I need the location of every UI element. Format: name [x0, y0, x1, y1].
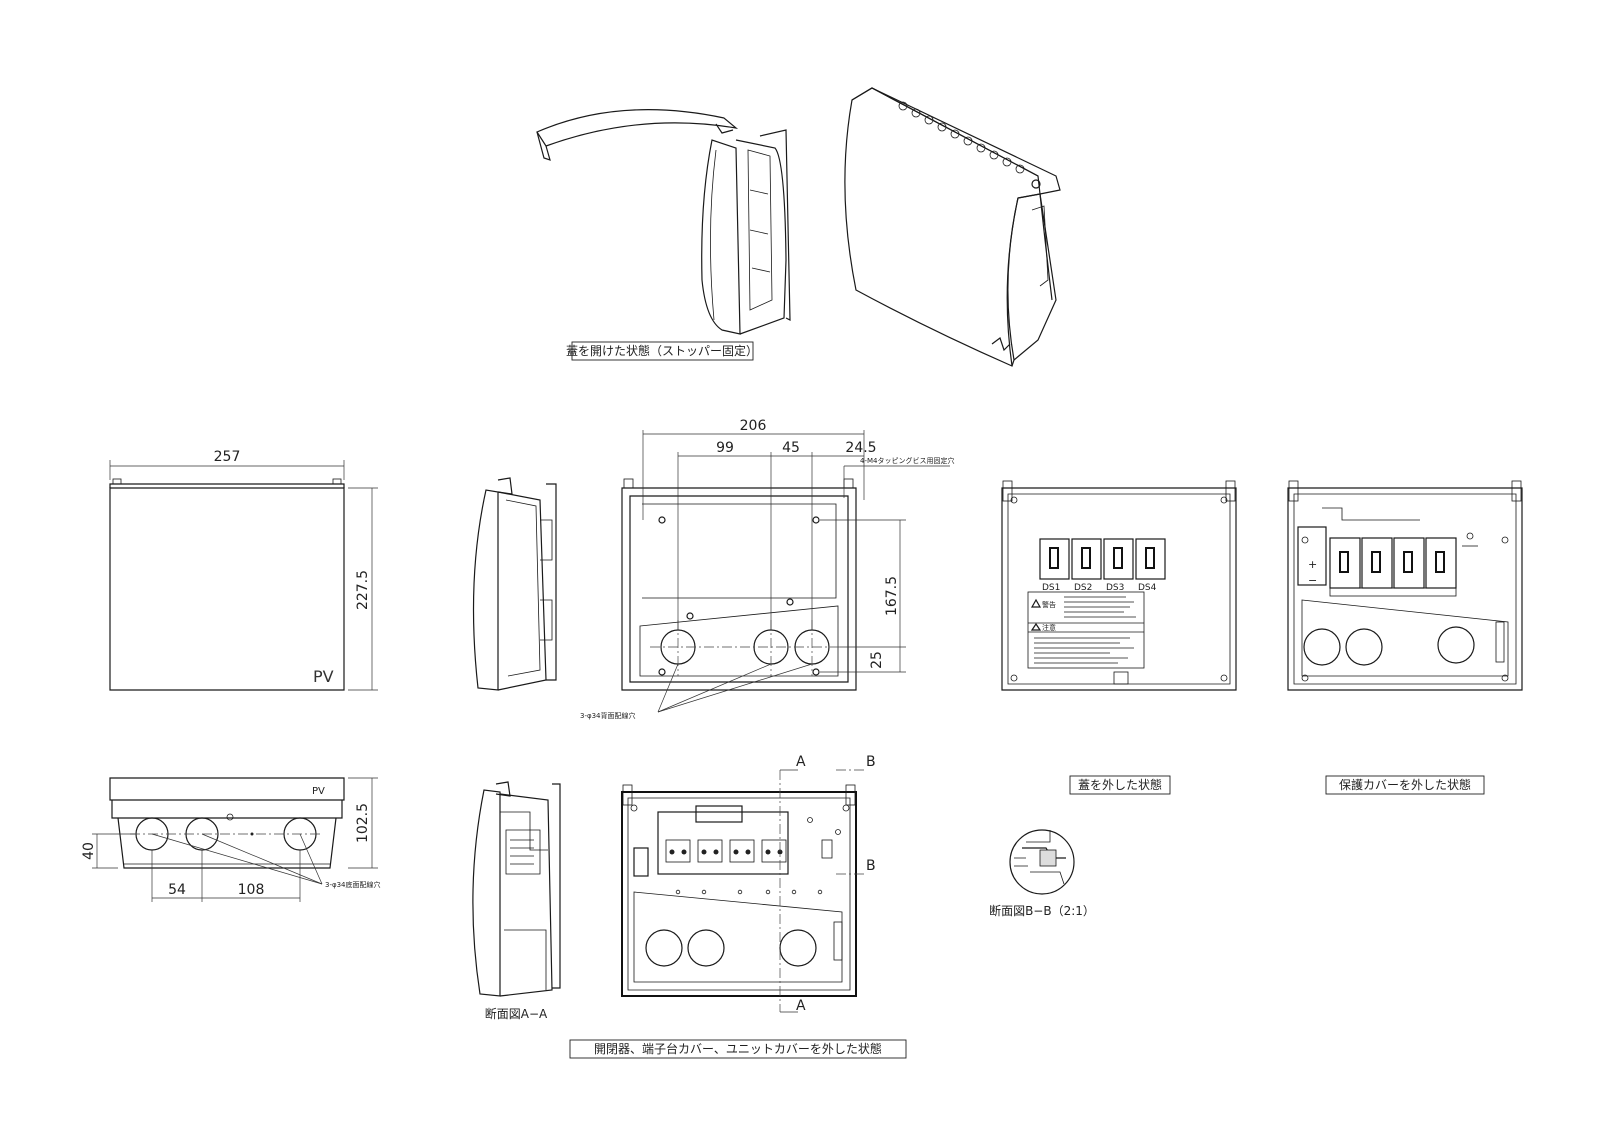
svg-text:+: +: [1308, 558, 1317, 571]
front-view: PV: [109, 478, 345, 691]
side-view: [472, 477, 557, 691]
terminal-row: [665, 839, 787, 863]
ds3-label: DS3: [1106, 583, 1124, 593]
svg-text:断面図A−A: 断面図A−A: [485, 1006, 548, 1021]
iso-view-lid-open: [536, 109, 791, 335]
dim-257: 257: [109, 449, 345, 480]
ds1-label: DS1: [1042, 583, 1060, 593]
svg-text:警告: 警告: [1042, 600, 1056, 609]
top-vents: [898, 101, 1025, 174]
dim-167-5-25: 167.5 25: [820, 519, 906, 673]
svg-text:167.5: 167.5: [884, 576, 900, 616]
note-bottom-holes: 3-φ34底面配線穴: [151, 833, 381, 889]
ds2-label: DS2: [1074, 583, 1092, 593]
svg-text:25: 25: [869, 651, 885, 669]
ds4-label: DS4: [1138, 583, 1157, 593]
svg-text:−: −: [1308, 574, 1317, 587]
svg-text:蓋を開けた状態（ストッパー固定）: 蓋を開けた状態（ストッパー固定）: [566, 343, 758, 358]
svg-text:45: 45: [782, 440, 800, 456]
dim-206: 206: [642, 418, 865, 520]
iso-view-closed: [844, 87, 1061, 367]
svg-text:注意: 注意: [1042, 623, 1056, 632]
caption-section-bb: 断面図B−B（2:1）: [989, 903, 1095, 918]
svg-text:3-φ34底面配線穴: 3-φ34底面配線穴: [325, 880, 381, 889]
dim-102-5: 102.5: [348, 777, 378, 869]
svg-text:3-φ34背面配線穴: 3-φ34背面配線穴: [580, 711, 636, 720]
caption-open-lid: 蓋を開けた状態（ストッパー固定）: [566, 341, 758, 361]
svg-text:蓋を外した状態: 蓋を外した状態: [1078, 777, 1162, 792]
dim-40: 40: [81, 833, 135, 869]
screw-dots: [675, 889, 823, 895]
svg-text:227.5: 227.5: [355, 570, 371, 610]
note-tapping-screw: 4-M4タッピングビス用固定穴: [843, 456, 954, 498]
view-cover-removed: + −: [1287, 480, 1523, 691]
logo-pv: PV: [313, 667, 334, 686]
svg-text:開閉器、端子台カバー、ユニットカバーを外した状態: 開閉器、端子台カバー、ユニットカバーを外した状態: [594, 1041, 882, 1056]
caption-lid-removed: 蓋を外した状態: [1069, 775, 1171, 795]
svg-text:257: 257: [214, 449, 241, 465]
svg-text:206: 206: [740, 418, 767, 434]
caption-units-removed: 開閉器、端子台カバー、ユニットカバーを外した状態: [569, 1039, 907, 1059]
mark-a-bottom: A: [796, 998, 806, 1014]
svg-text:102.5: 102.5: [355, 803, 371, 843]
svg-text:99: 99: [716, 440, 734, 456]
section-aa-view: [472, 781, 561, 997]
svg-text:4-M4タッピングビス用固定穴: 4-M4タッピングビス用固定穴: [860, 456, 954, 465]
svg-text:断面図B−B（2:1）: 断面図B−B（2:1）: [989, 903, 1095, 918]
caption-section-aa: 断面図A−A: [485, 1006, 548, 1021]
section-bb-detail: [1009, 829, 1075, 895]
note-back-holes: 3-φ34背面配線穴: [580, 663, 813, 720]
dim-54-108: 54 108: [151, 850, 301, 902]
pv-logo-iso: [991, 337, 1011, 352]
svg-text:108: 108: [238, 882, 265, 898]
svg-text:24.5: 24.5: [845, 440, 876, 456]
svg-text:PV: PV: [312, 786, 325, 797]
view-lid-removed: DS1 DS2 DS3 DS4 警告 注意: [1001, 480, 1237, 691]
svg-text:保護カバーを外した状態: 保護カバーを外した状態: [1339, 777, 1471, 792]
mark-a-top: A: [796, 754, 806, 770]
svg-text:54: 54: [168, 882, 186, 898]
switches: [1039, 538, 1166, 580]
switch-blocks: [1329, 537, 1457, 589]
dim-227-5: 227.5: [348, 487, 378, 691]
section-lines: A A B B: [779, 754, 876, 1014]
dim-99-45-24-5: 99 45 24.5: [677, 440, 877, 630]
mark-b-mid: B: [866, 858, 876, 874]
caption-cover-removed: 保護カバーを外した状態: [1325, 775, 1485, 795]
warning-label: 警告 注意: [1027, 591, 1145, 669]
back-view: [621, 478, 857, 691]
svg-text:40: 40: [81, 842, 97, 860]
view-units-removed: [621, 784, 857, 997]
mark-b-top: B: [866, 754, 876, 770]
